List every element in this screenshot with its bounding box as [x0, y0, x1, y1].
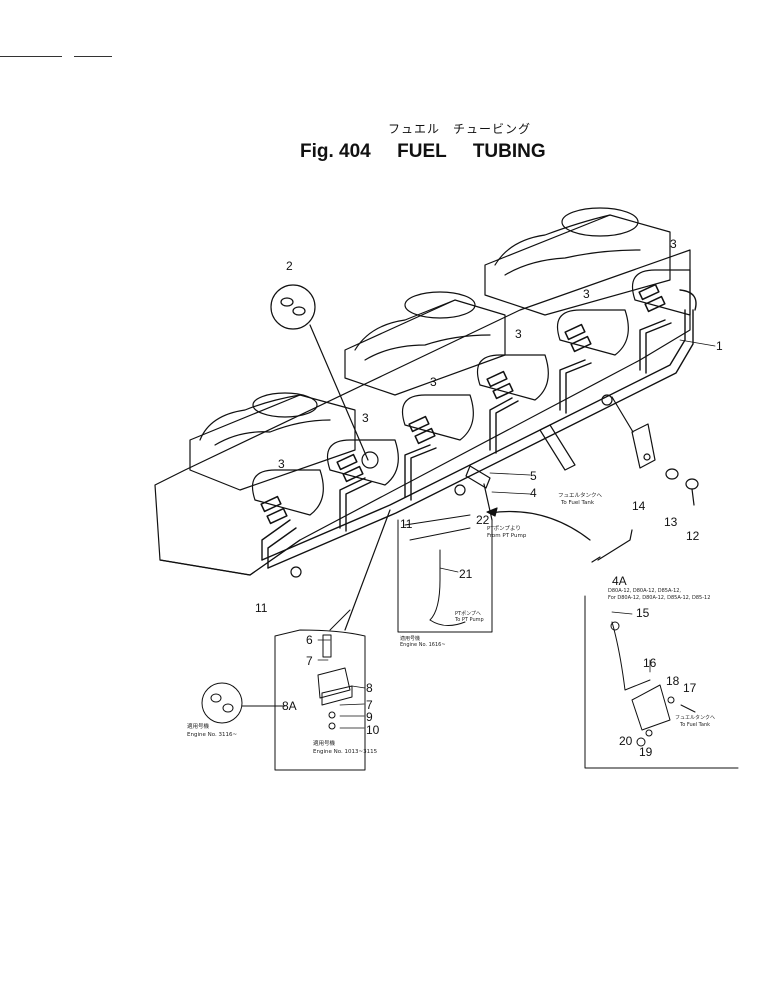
- washer-13: [665, 468, 679, 480]
- note-engine-3116: Engine No. 3116~: [187, 732, 237, 738]
- callout-19: 19: [639, 745, 653, 759]
- callout-3-b: 3: [362, 411, 369, 425]
- note-to-pt-pump-jp: PTポンプへ: [455, 610, 481, 617]
- callout-8: 8: [366, 681, 373, 695]
- bolt-12: [685, 478, 699, 506]
- tube-4a: [591, 529, 633, 563]
- detail-circle-8a: [201, 682, 286, 724]
- callout-6: 6: [306, 633, 313, 647]
- bracket-14: [631, 423, 656, 469]
- head-cover-3: [484, 207, 671, 316]
- callout-20: 20: [619, 734, 633, 748]
- note-engine-3116-jp: 適用号機: [187, 722, 210, 730]
- leader-12-14: [611, 396, 634, 433]
- title-japanese: フュエル チュービング: [388, 122, 532, 136]
- callout-16: 16: [643, 656, 657, 670]
- injector-recess-5: [556, 309, 629, 356]
- callout-10: 10: [366, 723, 380, 737]
- figure-number: Fig. 404: [300, 141, 371, 162]
- callout-3-d: 3: [515, 327, 522, 341]
- tube-clamp-left: [290, 566, 302, 578]
- callout-11-a: 11: [255, 601, 268, 615]
- connector-group: [260, 283, 666, 525]
- injector-recess-1: [251, 469, 324, 516]
- callout-17: 17: [683, 681, 697, 695]
- note-engine-1616-jp: 適用号機: [400, 635, 420, 642]
- tube-clamp-right: [601, 394, 613, 406]
- header-rule-left: [0, 56, 62, 57]
- inset-clamp-detail: [274, 609, 366, 771]
- note-to-fuel-tank-jp: フュエルタンクへ: [558, 491, 603, 499]
- callout-1: 1: [716, 339, 723, 353]
- fuel-tube-main: [261, 289, 697, 569]
- detail-circle-2: [270, 284, 379, 469]
- callout-7-b: 7: [366, 698, 373, 712]
- callout-4a: 4A: [612, 574, 627, 588]
- note-to-pt-pump: To PT Pump: [454, 617, 484, 623]
- callout-3-a: 3: [278, 457, 285, 471]
- head-cover-1: [189, 392, 356, 491]
- title-word-fuel: FUEL: [397, 141, 447, 162]
- callout-15: 15: [636, 606, 650, 620]
- leader-lines: [317, 339, 716, 729]
- callout-8a: 8A: [282, 699, 297, 713]
- head-cover-2: [344, 291, 506, 396]
- arrow-from-pt-pump: [489, 510, 591, 541]
- injector-recess-6: [631, 269, 691, 316]
- note-detail-models: For D80A-12, D80A-12, D85A-12, D85-12: [608, 595, 710, 601]
- note-engine-1013-jp: 適用号機: [313, 739, 336, 747]
- callout-14: 14: [632, 499, 646, 513]
- note-to-fuel-tank-2-jp: フュエルタンクへ: [675, 714, 715, 721]
- title-word-tubing: TUBING: [472, 141, 546, 162]
- callout-3-f: 3: [670, 237, 677, 251]
- arrow-head-pt: [486, 507, 498, 517]
- filter-element: [539, 424, 576, 471]
- callout-7-a: 7: [306, 654, 313, 668]
- callout-4: 4: [530, 486, 537, 500]
- callout-22: 22: [476, 513, 490, 527]
- note-engine-1616: Engine No. 1616~: [400, 642, 446, 648]
- callout-18: 18: [666, 674, 680, 688]
- callout-5: 5: [530, 469, 537, 483]
- callout-12: 12: [686, 529, 700, 543]
- inset-frame-15-20: [584, 595, 739, 769]
- figure-title: Fig. 404 FUEL TUBING: [300, 141, 546, 163]
- callout-numbers: 1 2 3 3 3 3 3 3 4 4A 5 6 7 7 8 8A 9 10 1…: [255, 237, 723, 759]
- note-engine-1013: Engine No. 1013~3115: [313, 749, 378, 755]
- header-rule-right: [74, 56, 112, 57]
- note-detail-jp: D80A-12, D80A-12, D85A-12,: [608, 588, 681, 594]
- diagram-notes: フュエルタンクへ To Fuel Tank PTポンプより From PT Pu…: [187, 491, 715, 755]
- inset-frame-21-22: [397, 514, 493, 633]
- callout-3-e: 3: [583, 287, 590, 301]
- injector-recess-4: [476, 354, 549, 401]
- engine-block-bottom-edge: [159, 539, 301, 576]
- callout-21: 21: [459, 567, 473, 581]
- note-to-fuel-tank-2: To Fuel Tank: [679, 722, 710, 728]
- injector-recess-2: [326, 439, 399, 486]
- note-from-pt-pump-jp: PTポンプより: [487, 525, 521, 532]
- callout-13: 13: [664, 515, 678, 529]
- leader-to-clamp-detail: [344, 509, 391, 631]
- note-from-pt-pump: From PT Pump: [487, 533, 527, 539]
- callout-11-b: 11: [400, 517, 413, 531]
- tube-clamp-mid: [454, 484, 466, 496]
- callout-9: 9: [366, 710, 373, 724]
- note-to-fuel-tank: To Fuel Tank: [560, 500, 595, 506]
- callout-2: 2: [286, 259, 293, 273]
- callout-3-c: 3: [430, 375, 437, 389]
- injector-recess-3: [401, 394, 474, 441]
